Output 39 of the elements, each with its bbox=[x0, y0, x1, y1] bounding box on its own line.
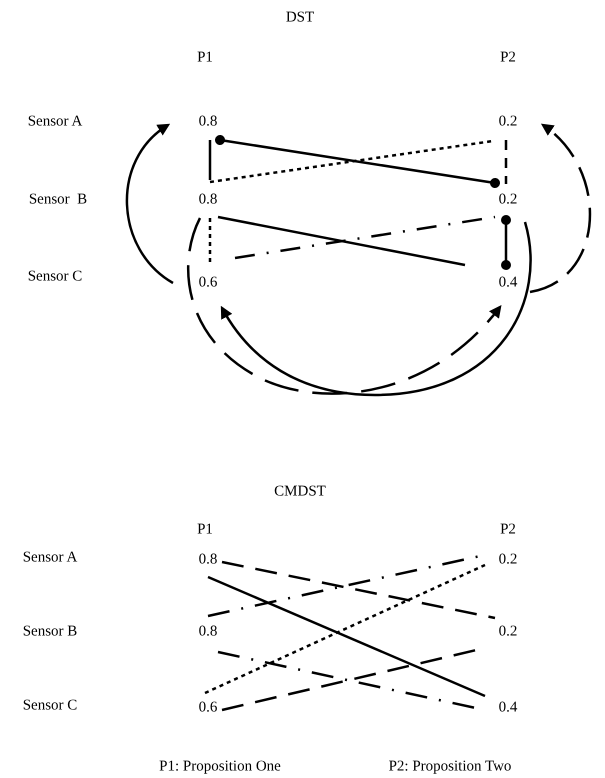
connector-line bbox=[210, 140, 494, 184]
value-label: 0.4 bbox=[498, 274, 518, 292]
connector-line bbox=[234, 216, 496, 260]
connector-line bbox=[218, 216, 466, 266]
value-label: 0.4 bbox=[498, 700, 518, 716]
connector-line bbox=[222, 560, 496, 620]
column-header: P1 bbox=[197, 522, 213, 538]
key-note: P1: Proposition One bbox=[159, 760, 281, 774]
value-label: 0.6 bbox=[198, 274, 218, 292]
connector-line bbox=[215, 135, 500, 188]
row-label: Sensor A bbox=[22, 550, 78, 566]
value-label: 0.6 bbox=[198, 700, 218, 716]
curved-arrow bbox=[530, 123, 591, 294]
value-label: 0.8 bbox=[198, 114, 218, 130]
row-label: Sensor B bbox=[28, 192, 88, 208]
curved-arrow bbox=[126, 124, 174, 284]
value-label: 0.8 bbox=[198, 552, 218, 568]
value-label: 0.2 bbox=[498, 624, 518, 640]
connector-line bbox=[501, 215, 511, 270]
key-note: P2: Proposition Two bbox=[388, 760, 512, 774]
row-label: Sensor B bbox=[22, 624, 78, 640]
column-header: P2 bbox=[500, 50, 516, 66]
column-header: P2 bbox=[500, 522, 516, 538]
value-label: 0.8 bbox=[198, 624, 218, 640]
row-label: Sensor C bbox=[28, 270, 82, 284]
value-label: 0.2 bbox=[498, 552, 518, 568]
section-heading: CMDST bbox=[274, 484, 326, 500]
curved-arrow bbox=[187, 218, 502, 395]
column-header: P1 bbox=[197, 50, 213, 66]
row-label: Sensor C bbox=[22, 698, 78, 714]
value-label: 0.8 bbox=[198, 192, 218, 208]
row-label: Sensor A bbox=[28, 114, 82, 130]
value-label: 0.2 bbox=[498, 114, 518, 130]
connector-line bbox=[504, 140, 508, 184]
connector-line bbox=[208, 218, 212, 262]
connector-line bbox=[208, 140, 212, 180]
section-heading: DST bbox=[286, 10, 314, 26]
value-label: 0.2 bbox=[498, 192, 518, 208]
curved-arrow bbox=[220, 222, 532, 396]
